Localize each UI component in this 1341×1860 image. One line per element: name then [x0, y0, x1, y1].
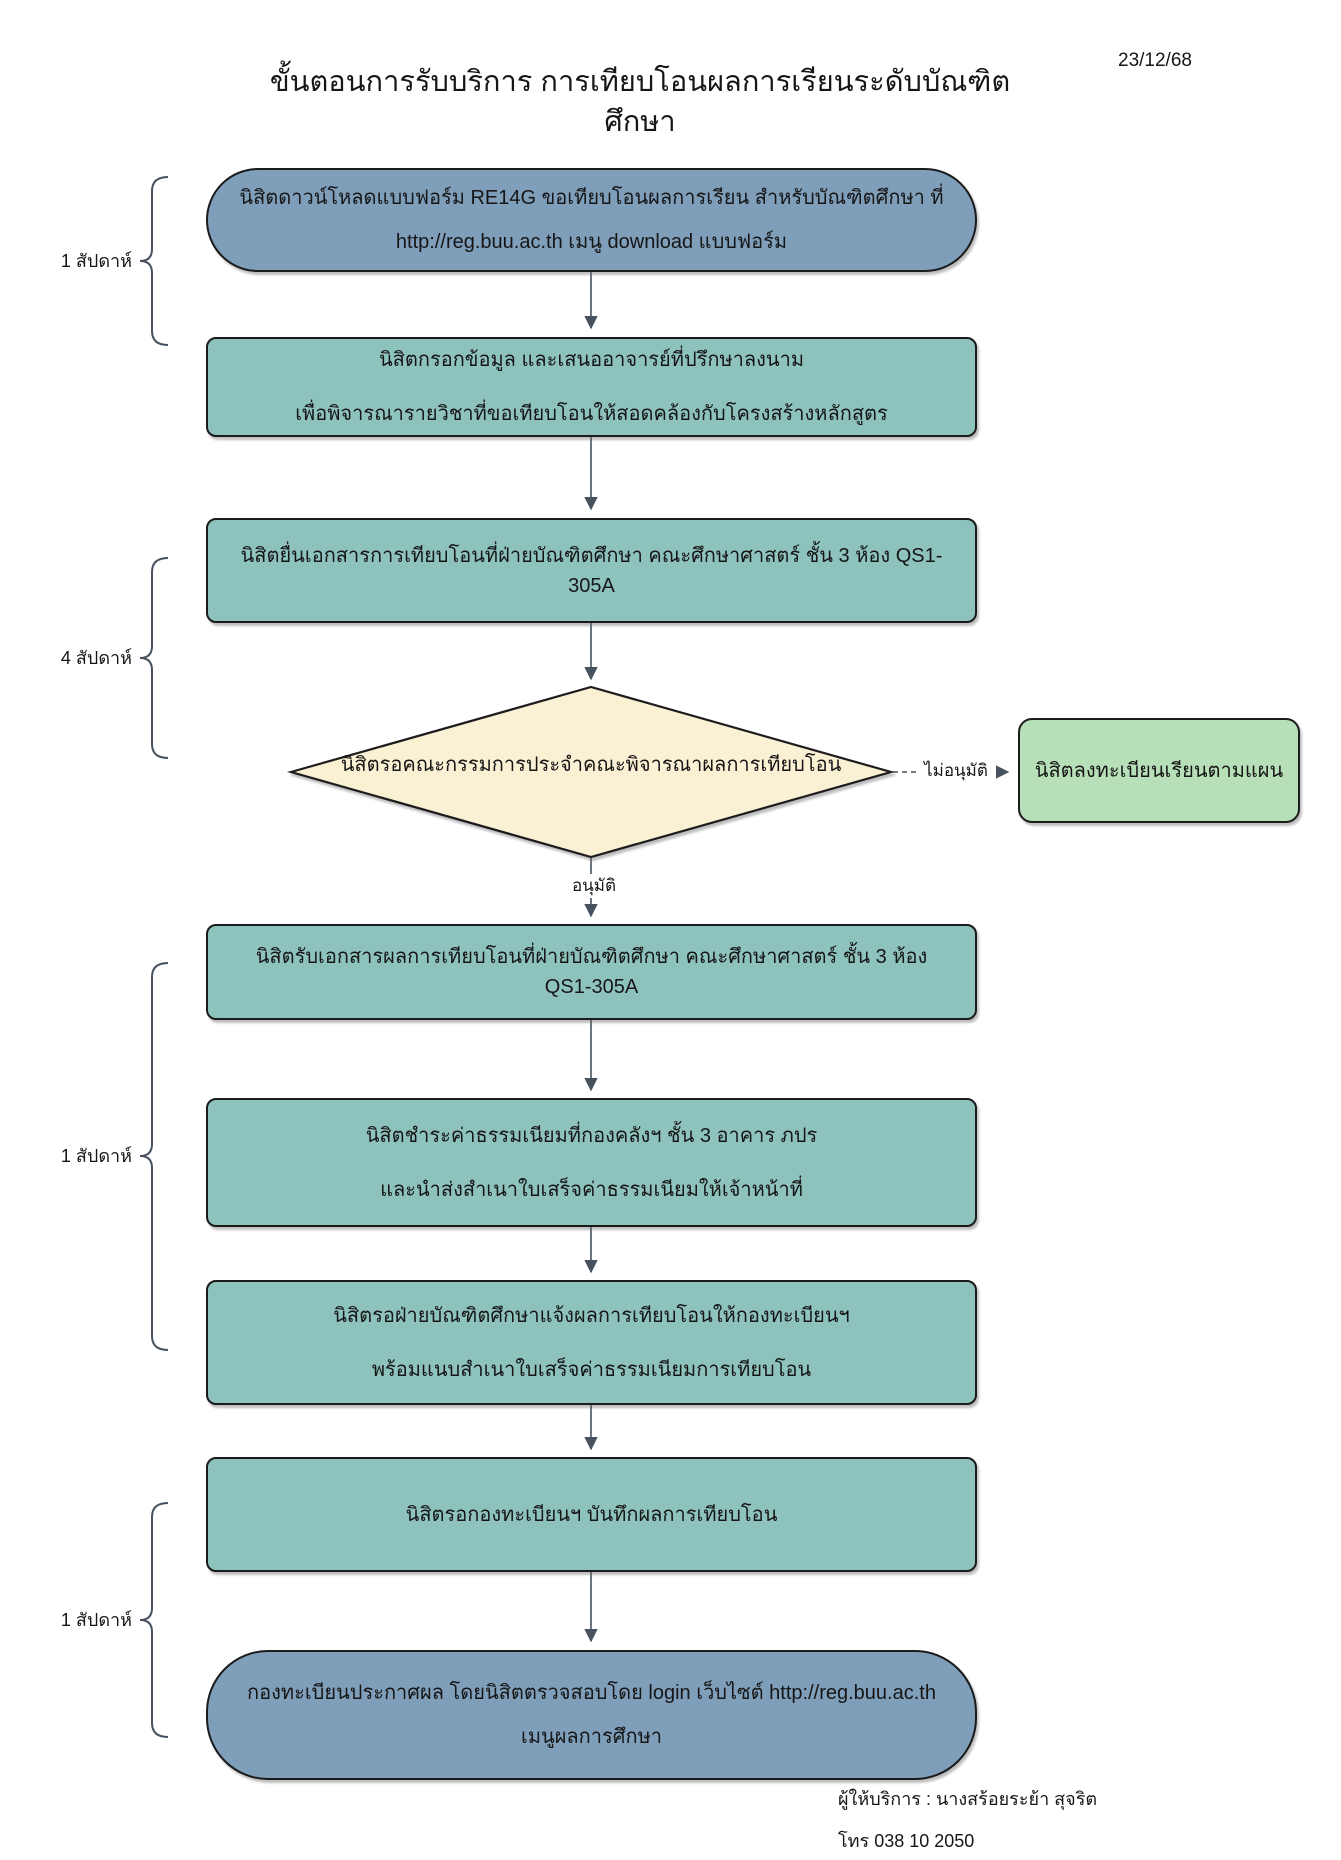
- step6-line1: นิสิตรอฝ่ายบัณฑิตศึกษาแจ้งผลการเทียบโอนใ…: [333, 1304, 850, 1327]
- page-title: ขั้นตอนการรับบริการ การเทียบโอนผลการเรีย…: [269, 66, 1011, 138]
- step7-line1: นิสิตรอกองทะเบียนฯ บันทึกผลการเทียบโอน: [405, 1503, 778, 1526]
- step5-line1: นิสิตชำระค่าธรรมเนียมที่กองคลังฯ ชั้น 3 …: [365, 1124, 818, 1147]
- step6-notify-registrar-box: นิสิตรอฝ่ายบัณฑิตศึกษาแจ้งผลการเทียบโอนใ…: [206, 1280, 977, 1405]
- step2-line1: นิสิตกรอกข้อมูล และเสนออาจารย์ที่ปรึกษาล…: [378, 349, 805, 371]
- step2-line2: เพื่อพิจารณารายวิชาที่ขอเทียบโอนให้สอดคล…: [295, 403, 888, 425]
- footer-phone: โทร 038 10 2050: [838, 1831, 975, 1851]
- step2-fill-form-box: นิสิตกรอกข้อมูล และเสนออาจารย์ที่ปรึกษาล…: [206, 337, 977, 437]
- step4-receive-documents-box: นิสิตรับเอกสารผลการเทียบโอนที่ฝ่ายบัณฑิต…: [206, 924, 977, 1020]
- reject-step-line1: นิสิตลงทะเบียนเรียนตามแผน: [1034, 759, 1284, 782]
- step5-pay-fee-box: นิสิตชำระค่าธรรมเนียมที่กองคลังฯ ชั้น 3 …: [206, 1098, 977, 1227]
- step7-record-results-box: นิสิตรอกองทะเบียนฯ บันทึกผลการเทียบโอน: [206, 1457, 977, 1572]
- duration-label-4: 1 สัปดาห์: [60, 1610, 132, 1630]
- step8-line2: เมนูผลการศึกษา: [521, 1726, 662, 1748]
- duration-brace-3: [139, 962, 169, 1351]
- decision-diamond-label: นิสิตรอคณะกรรมการประจำคณะพิจารณาผลการเที…: [340, 754, 842, 776]
- approve-branch-label: อนุมัติ: [551, 874, 637, 898]
- duration-brace-2: [139, 557, 169, 759]
- duration-brace-1: [139, 176, 169, 346]
- duration-label-3: 1 สัปดาห์: [60, 1146, 132, 1166]
- step8-announce-results-box: กองทะเบียนประกาศผล โดยนิสิตตรวจสอบโดย lo…: [206, 1650, 977, 1780]
- step1-line2: http://reg.buu.ac.th เมนู download แบบฟอ…: [395, 231, 788, 253]
- step8-line1: กองทะเบียนประกาศผล โดยนิสิตตรวจสอบโดย lo…: [247, 1682, 936, 1704]
- reject-branch-label: ไม่อนุมัติ: [916, 759, 996, 783]
- decision-diamond-shape: [286, 685, 896, 859]
- step4-line1: นิสิตรับเอกสารผลการเทียบโอนที่ฝ่ายบัณฑิต…: [255, 946, 928, 998]
- duration-label-2: 4 สัปดาห์: [60, 648, 132, 668]
- step1-line1: นิสิตดาวน์โหลดแบบฟอร์ม RE14G ขอเทียบโอนผ…: [239, 187, 944, 209]
- step3-submit-documents-box: นิสิตยื่นเอกสารการเทียบโอนที่ฝ่ายบัณฑิตศ…: [206, 518, 977, 623]
- step5-line2: และนำส่งสำเนาใบเสร็จค่าธรรมเนียมให้เจ้าห…: [380, 1178, 803, 1201]
- footer-provider: ผู้ให้บริการ : นางสร้อยระย้า สุจริต: [838, 1789, 1098, 1809]
- page-date: 23/12/68: [1118, 50, 1192, 71]
- step3-line1: นิสิตยื่นเอกสารการเทียบโอนที่ฝ่ายบัณฑิตศ…: [240, 544, 943, 597]
- footer-contact: ผู้ให้บริการ : นางสร้อยระย้า สุจริต โทร …: [838, 1778, 1097, 1860]
- step6-line2: พร้อมแนบสำเนาใบเสร็จค่าธรรมเนียมการเทียบ…: [371, 1358, 812, 1381]
- reject-register-per-plan-box: นิสิตลงทะเบียนเรียนตามแผน: [1018, 718, 1300, 823]
- duration-label-1: 1 สัปดาห์: [60, 251, 132, 271]
- step1-download-form-box: นิสิตดาวน์โหลดแบบฟอร์ม RE14G ขอเทียบโอนผ…: [206, 168, 977, 272]
- duration-brace-4: [139, 1502, 169, 1738]
